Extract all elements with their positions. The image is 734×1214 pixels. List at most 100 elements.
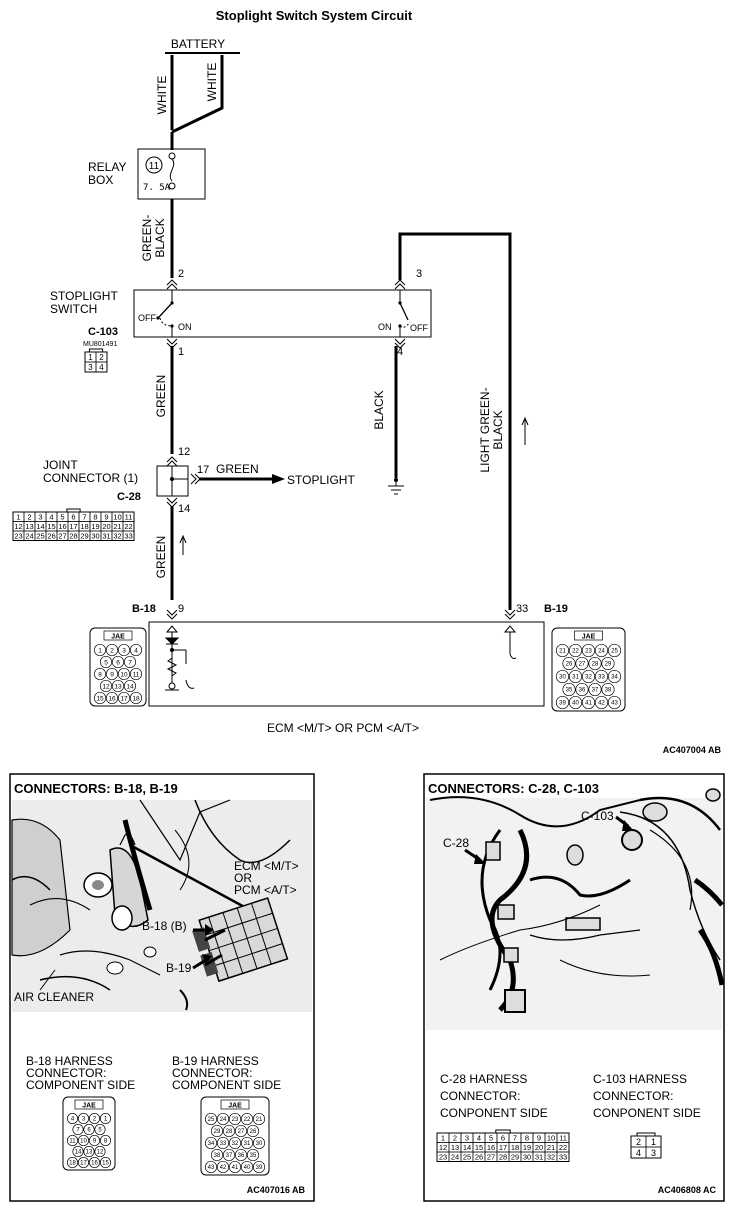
stoplight-label: STOPLIGHT bbox=[287, 473, 355, 487]
c28-small-pin: 32 bbox=[113, 532, 121, 541]
fuse-rating: 7. 5A bbox=[143, 183, 171, 193]
b18-panel-jae-box bbox=[74, 1099, 104, 1110]
b19-panel-pin: 24 bbox=[220, 1117, 227, 1123]
b18-small-pin: 10 bbox=[120, 671, 128, 678]
b19-small-pin: 27 bbox=[579, 662, 586, 668]
joint-connector-label-1: JOINT bbox=[43, 458, 78, 472]
b19-small-pin-circle bbox=[588, 682, 602, 697]
light-green-black-wire bbox=[398, 232, 512, 610]
c28-panel-pin: 1 bbox=[441, 1134, 445, 1143]
b19-small-pin-circle bbox=[562, 682, 576, 697]
b19-panel-pin: 36 bbox=[238, 1153, 245, 1159]
c103-photo-label: C-103 bbox=[581, 809, 614, 823]
b19-photo-arrowhead bbox=[202, 954, 212, 964]
c28-panel-pin: 20 bbox=[535, 1143, 543, 1152]
c103-harness-1: C-103 HARNESS bbox=[593, 1072, 687, 1086]
c28-panel-pin: 31 bbox=[535, 1153, 543, 1162]
b19-panel-pin-circle bbox=[210, 1124, 224, 1138]
b19-panel-pin: 41 bbox=[232, 1165, 239, 1171]
b18-panel-pin: 5 bbox=[98, 1128, 102, 1134]
b18-panel-pin: 2 bbox=[93, 1117, 97, 1123]
b18-panel-pin-circle bbox=[77, 1156, 90, 1169]
b18-small-pin-circle bbox=[93, 691, 107, 705]
b19-small-pin: 33 bbox=[598, 675, 605, 681]
b18-small-pin-circle bbox=[99, 679, 113, 693]
c103-small-pin: 3 bbox=[88, 363, 93, 372]
b19-panel-pin: 42 bbox=[220, 1165, 227, 1171]
b18-panel-pin: 6 bbox=[87, 1128, 91, 1134]
c28-panel-cell bbox=[556, 1151, 570, 1162]
b19-small-jae-label: JAE bbox=[582, 634, 596, 641]
b18-panel-pin-circle bbox=[72, 1145, 84, 1158]
b18-small-pin-circle bbox=[93, 667, 107, 681]
stoplight-switch-label-1: STOPLIGHT bbox=[50, 289, 118, 303]
b18-small-pin-circle bbox=[123, 655, 137, 669]
c28-small-pin: 15 bbox=[47, 522, 55, 531]
left-panel-header: CONNECTORS: B-18, B-19 bbox=[14, 781, 178, 796]
b19-panel-pin-circle bbox=[222, 1148, 236, 1162]
c28-small-pin: 7 bbox=[82, 513, 86, 522]
stoplight-arrow bbox=[272, 474, 285, 484]
right-panel bbox=[423, 773, 725, 1202]
b19-small-pin-circle bbox=[607, 643, 622, 658]
b19-small-body bbox=[551, 627, 626, 712]
c28-panel-pin: 21 bbox=[547, 1143, 555, 1152]
pin-12: 12 bbox=[178, 446, 190, 458]
c28-panel-pin: 6 bbox=[501, 1134, 505, 1143]
c28-photo-arrowhead bbox=[474, 854, 486, 864]
b19-panel-pin: 38 bbox=[214, 1153, 221, 1159]
switch-left-contact-off bbox=[156, 316, 160, 320]
b19-small-pin: 23 bbox=[585, 649, 592, 655]
b19-panel-pin-circle bbox=[240, 1112, 254, 1126]
b19-small-pin-circle bbox=[581, 669, 596, 684]
c28-small-pin: 29 bbox=[80, 532, 88, 541]
c28-panel-pin: 10 bbox=[547, 1134, 555, 1143]
c28-small-pin: 24 bbox=[25, 532, 33, 541]
b18-panel-body bbox=[62, 1096, 116, 1171]
black-label: BLACK bbox=[372, 390, 386, 429]
c28-small-pin: 19 bbox=[91, 522, 99, 531]
pin-2: 2 bbox=[178, 268, 184, 280]
c28-small-pin: 33 bbox=[124, 532, 132, 541]
b19-panel-pin-circle bbox=[210, 1148, 224, 1162]
b19-small-pin: 38 bbox=[605, 688, 612, 694]
c28-small-cell bbox=[122, 530, 135, 541]
c28-photo-label: C-28 bbox=[443, 836, 469, 850]
b18-small-pin: 18 bbox=[132, 695, 140, 702]
c103-panel-cell bbox=[645, 1146, 662, 1159]
b19-panel-pin-circle bbox=[246, 1148, 260, 1162]
ecm-label: ECM <M/T> OR PCM <A/T> bbox=[267, 721, 419, 735]
c28-panel-pin: 33 bbox=[559, 1153, 567, 1162]
b18-panel-pin: 7 bbox=[76, 1128, 80, 1134]
part-number: MU801491 bbox=[83, 341, 117, 348]
c28-panel-pin: 14 bbox=[463, 1143, 471, 1152]
b19-panel-pin: 43 bbox=[208, 1165, 215, 1171]
b18-label: B-18 bbox=[132, 603, 156, 615]
pin-9: 9 bbox=[178, 603, 184, 615]
b19-panel-pin-circle bbox=[228, 1112, 242, 1126]
b19-panel-pin: 33 bbox=[220, 1141, 227, 1147]
b19-panel-pin: 23 bbox=[232, 1117, 239, 1123]
b18-panel-pin: 15 bbox=[102, 1161, 109, 1167]
b18-photo-arrowhead bbox=[205, 924, 214, 936]
b18-small-pin: 11 bbox=[133, 671, 140, 678]
b18-panel-pin-circle bbox=[99, 1156, 112, 1169]
c28-panel-pin: 15 bbox=[475, 1143, 483, 1152]
b18-panel-pin: 14 bbox=[75, 1150, 82, 1156]
b19-small-pin-circle bbox=[562, 656, 576, 671]
b19-panel-pin: 27 bbox=[238, 1129, 245, 1135]
b18-panel-pin: 11 bbox=[69, 1139, 76, 1145]
b19-panel-pin-circle bbox=[240, 1160, 254, 1174]
b19-small-pin: 29 bbox=[605, 662, 612, 668]
b18-small-pin: 15 bbox=[96, 695, 104, 702]
engine-bay-photo bbox=[11, 799, 312, 1012]
b18-small-pin: 5 bbox=[104, 659, 108, 666]
b19-small-pin-circle bbox=[568, 643, 583, 658]
c28-panel-pin: 13 bbox=[451, 1143, 459, 1152]
c28-small-pin: 26 bbox=[47, 532, 55, 541]
b18-panel-pin-circle bbox=[88, 1156, 101, 1169]
c28-label: C-28 bbox=[117, 491, 141, 503]
